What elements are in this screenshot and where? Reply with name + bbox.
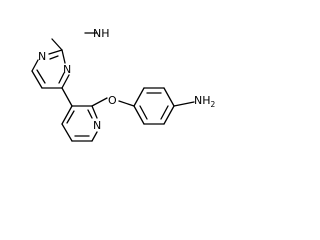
bond-n3-c4-double [58,72,65,84]
bond-phenyl-amine [173,101,195,107]
bond-pyrimidine-pyridine [61,87,73,107]
bond-nh-c2 [51,38,63,51]
bond-oxygen-phenyl [118,100,135,107]
bond-n1-c2 [48,49,63,55]
bond-py-c2-n-double [87,109,93,119]
bond-n3-c4 [61,74,70,89]
chemical-structure: NH N N O N NH2 [31,27,216,142]
pyrimidine-n3-label: N [63,63,71,76]
bond-ph-c6-c1-double [139,105,148,120]
bond-pyridine-oxygen [91,97,108,107]
pyrimidine-n1-label: N [38,50,46,63]
bond-py-c5-c4 [61,123,73,142]
methylamino-nitrogen-label: NH [93,27,110,40]
bond-ph-c3-c4 [163,87,175,107]
bond-layer [31,32,195,142]
bond-c2-n3 [61,49,66,64]
amine-nitrogen-label: NH2 [194,94,216,109]
bond-ph-c6-c1 [133,105,145,125]
bond-ph-c1-c2 [133,87,145,107]
bond-c5-c6-double [36,69,46,84]
bond-py-c2-n [91,105,98,119]
pyridine-nitrogen-label: N [93,119,101,132]
ether-oxygen-label: O [108,94,117,107]
bond-ph-c4-c5 [163,105,175,125]
atom-label-layer: NH N N O N NH2 [38,27,216,132]
bond-py-n-c6 [91,131,98,142]
bond-py-c4-c3-double [66,110,75,124]
bond-ph-c4-c5-double [160,105,169,120]
bond-c6-n1 [31,59,39,72]
bond-py-c4-c3 [61,105,73,125]
bond-c5-c6 [31,70,43,89]
bond-n1-c2-double [49,55,59,60]
